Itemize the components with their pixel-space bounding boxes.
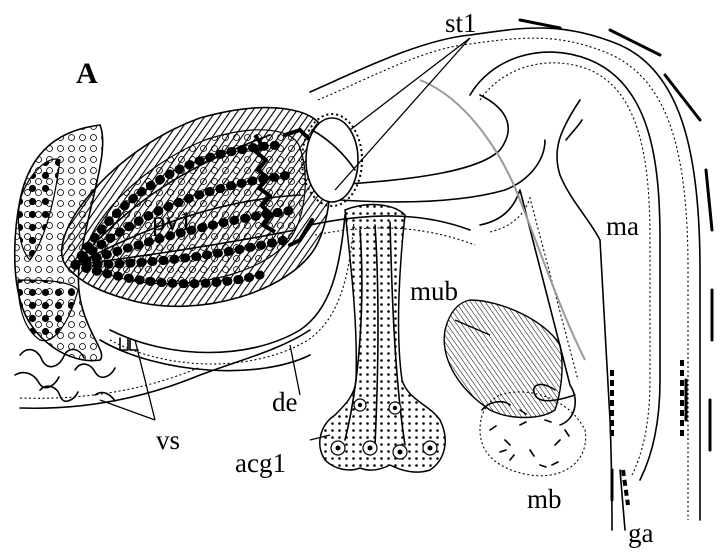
label-de: de (272, 387, 298, 417)
dashed-markers (610, 360, 684, 506)
st1-bulb (301, 113, 363, 207)
label-vs: vs (156, 425, 180, 455)
duct-de (19, 214, 355, 410)
label-pv1: pv1 (152, 206, 193, 236)
label-mub: mub (410, 276, 458, 306)
vs-squiggles (14, 337, 139, 403)
mub-organ (443, 299, 576, 419)
label-ma: ma (606, 211, 639, 241)
leader-lines (99, 37, 491, 441)
panel-label: A (76, 57, 98, 90)
label-mb: mb (527, 484, 562, 514)
label-acg1: acg1 (235, 448, 286, 478)
label-st1: st1 (445, 8, 477, 38)
outer-tube (309, 18, 714, 531)
left-lobes (13, 124, 104, 362)
label-ga: ga (628, 518, 654, 548)
acg1-gland (319, 203, 446, 473)
mb-region (479, 391, 587, 477)
vesicle-pv1 (61, 106, 332, 308)
